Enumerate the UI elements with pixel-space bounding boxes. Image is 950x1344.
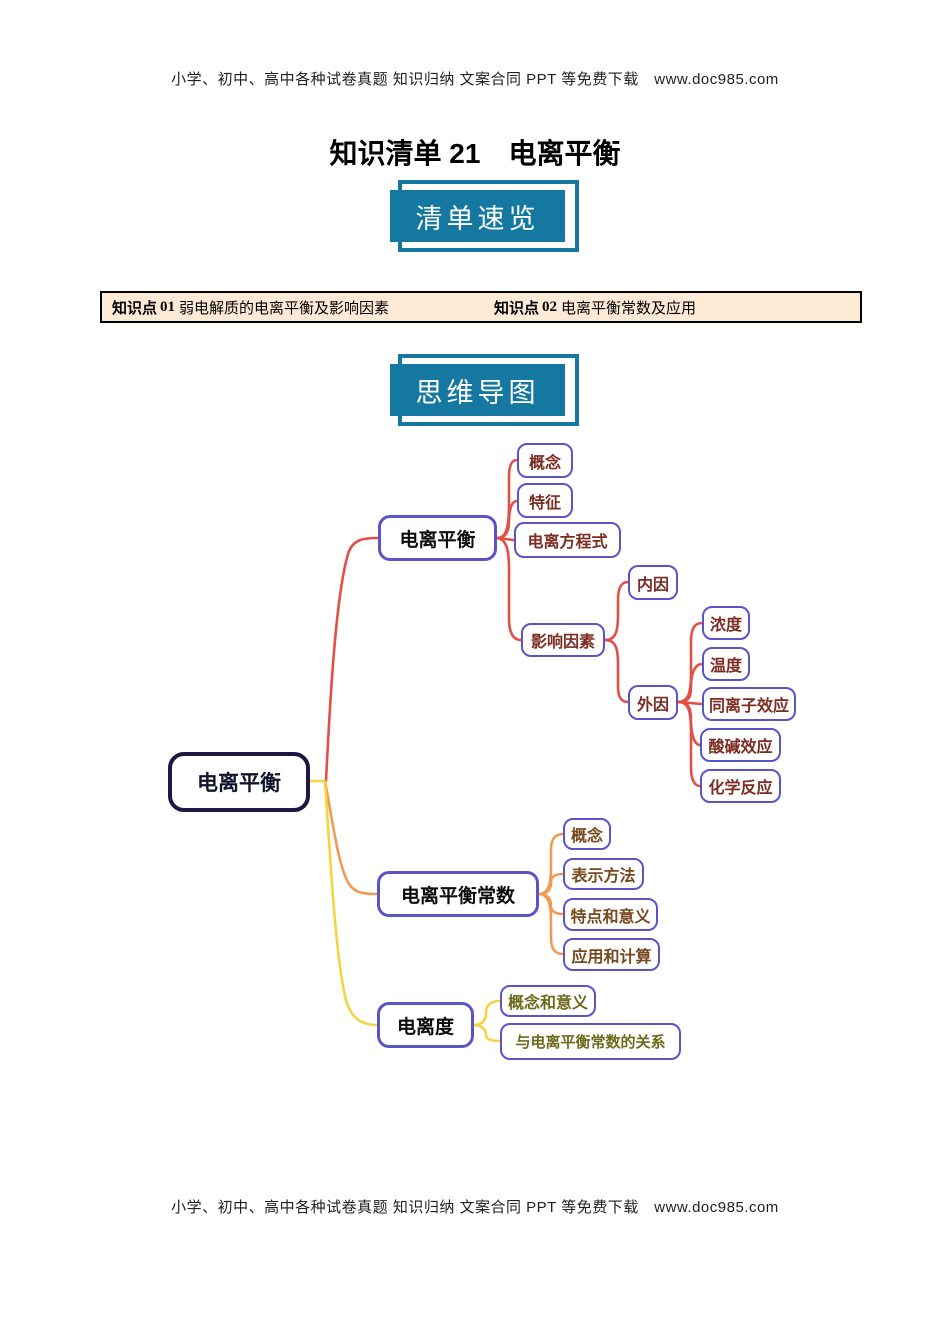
mindmap-node-common-ion-effect: 同离子效应 bbox=[702, 687, 796, 721]
connector-branch2-significance bbox=[537, 892, 565, 916]
header-site-text: 小学、初中、高中各种试卷真题 知识归纳 文案合同 PPT 等免费下载 www.d… bbox=[171, 71, 779, 88]
mindmap-banner: 思维导图 bbox=[390, 364, 565, 416]
connector-branch1-concept bbox=[495, 458, 519, 540]
mindmap-node-concept: 概念 bbox=[517, 443, 573, 478]
knowledge-point-2-text: 电离平衡常数及应用 bbox=[561, 299, 697, 317]
connector-external-acid-base bbox=[676, 700, 702, 747]
knowledge-point-1-text: 弱电解质的电离平衡及影响因素 bbox=[179, 299, 390, 317]
mindmap-node-acid-base-effect: 酸碱效应 bbox=[700, 728, 781, 762]
mindmap-node-concentration: 浓度 bbox=[702, 606, 750, 640]
knowledge-point-2-number: 02 bbox=[542, 298, 558, 315]
connector-branch2-expression bbox=[537, 872, 565, 896]
page-title: 知识清单 21 电离平衡 bbox=[329, 138, 621, 169]
connector-branch2-application bbox=[537, 892, 565, 956]
mindmap-node-expression-method: 表示方法 bbox=[563, 858, 644, 890]
mindmap-root-node: 电离平衡 bbox=[168, 752, 310, 812]
mindmap-branch-equilibrium-constant: 电离平衡常数 bbox=[377, 871, 539, 917]
connector-external-temperature bbox=[676, 662, 704, 704]
knowledge-point-1-label: 知识点 bbox=[112, 299, 158, 317]
connector-factors-internal bbox=[603, 580, 630, 642]
connector-external-common-ion bbox=[676, 700, 704, 706]
mindmap-node-characteristics-significance: 特点和意义 bbox=[563, 898, 658, 931]
connector-branch2-concept bbox=[537, 832, 565, 896]
connector-external-reaction bbox=[676, 700, 702, 788]
footer-site-text: 小学、初中、高中各种试卷真题 知识归纳 文案合同 PPT 等免费下载 www.d… bbox=[171, 1199, 779, 1216]
mindmap-node-chemical-reaction: 化学反应 bbox=[700, 769, 781, 803]
mindmap-branch-degree-of-ionization: 电离度 bbox=[377, 1002, 474, 1048]
connector-root-branch3 bbox=[323, 780, 379, 1027]
mindmap-node-internal-cause: 内因 bbox=[628, 565, 678, 600]
mindmap-node-feature: 特征 bbox=[517, 483, 573, 518]
knowledge-point-2: 知识点 02 电离平衡常数及应用 bbox=[494, 293, 696, 321]
mindmap-branch-ionization-equilibrium: 电离平衡 bbox=[378, 515, 497, 561]
knowledge-points-bar: 知识点 01 弱电解质的电离平衡及影响因素 知识点 02 电离平衡常数及应用 bbox=[100, 291, 862, 323]
connector-root-branch2 bbox=[323, 779, 379, 896]
knowledge-point-2-label: 知识点 bbox=[494, 299, 540, 317]
connector-branch1-equation bbox=[495, 536, 516, 542]
mindmap-node-application-calculation: 应用和计算 bbox=[563, 938, 660, 971]
connector-branch3-relation bbox=[472, 1023, 502, 1043]
mindmap-node-temperature: 温度 bbox=[702, 647, 750, 681]
overview-banner: 清单速览 bbox=[390, 190, 565, 242]
connector-root-branch1 bbox=[324, 536, 380, 783]
mindmap-node-degree-concept: 概念和意义 bbox=[500, 985, 596, 1017]
connector-factors-external bbox=[603, 638, 630, 704]
connector-branch3-concept bbox=[472, 999, 502, 1027]
mindmap-node-influencing-factors: 影响因素 bbox=[521, 623, 605, 657]
knowledge-point-1: 知识点 01 弱电解质的电离平衡及影响因素 bbox=[112, 293, 389, 321]
connector-external-concentration bbox=[676, 621, 704, 704]
mindmap-node-external-cause: 外因 bbox=[628, 685, 678, 720]
mindmap-node-relation-to-constant: 与电离平衡常数的关系 bbox=[500, 1023, 681, 1060]
knowledge-point-1-number: 01 bbox=[160, 298, 176, 315]
mindmap-node-ionization-equation: 电离方程式 bbox=[514, 522, 621, 558]
mindmap-node-constant-concept: 概念 bbox=[563, 818, 611, 850]
